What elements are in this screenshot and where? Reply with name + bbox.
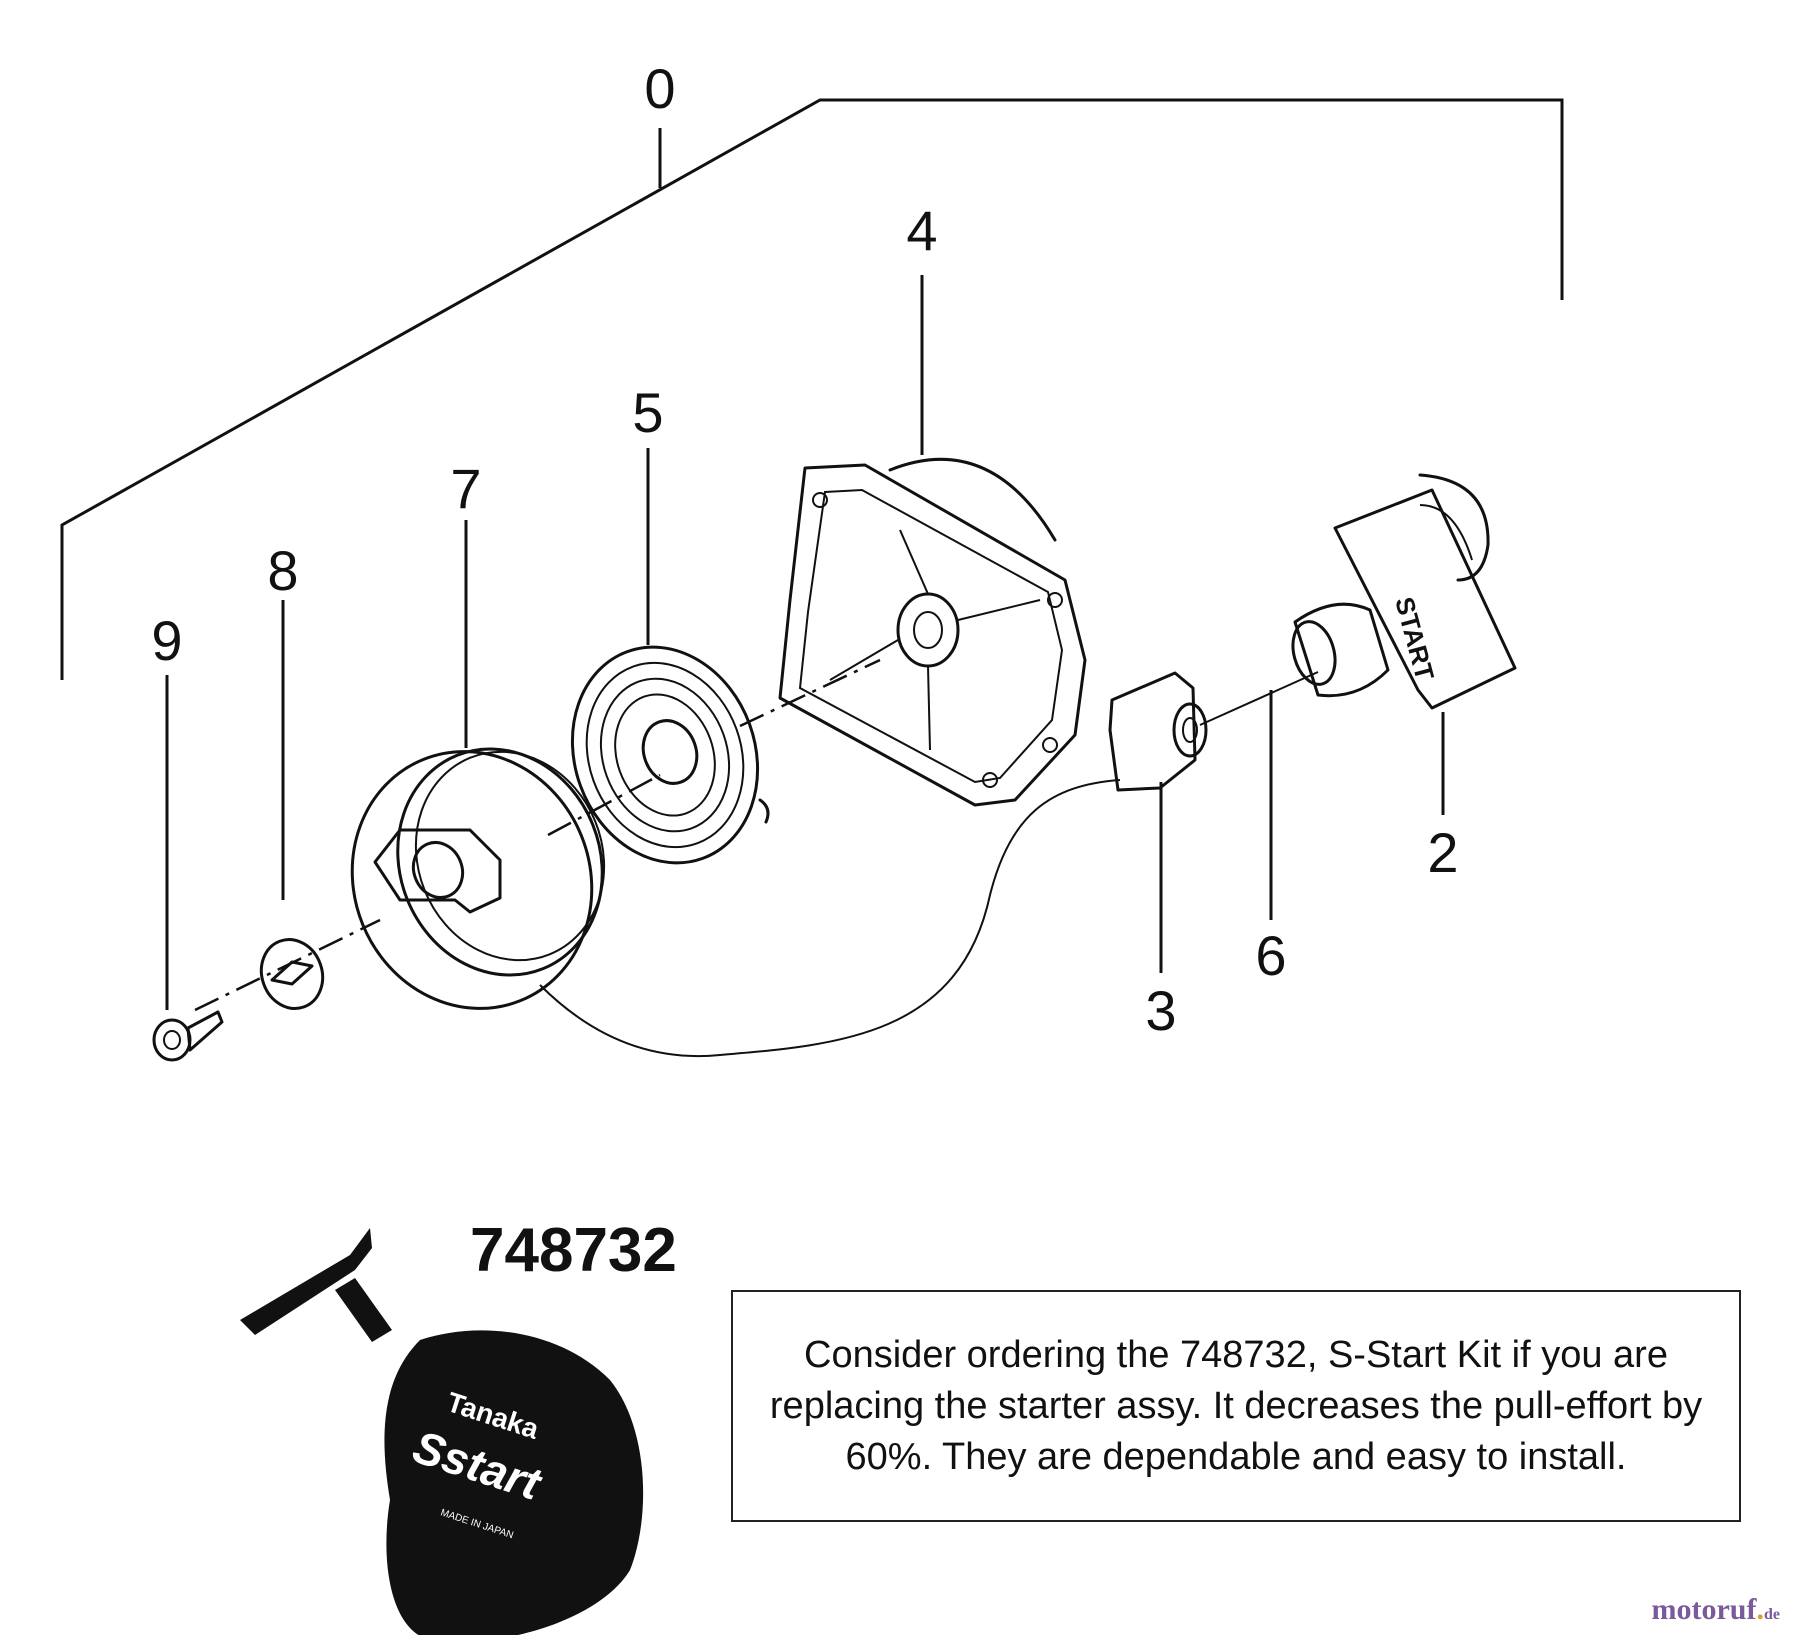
assembly-bracket [60,98,1564,680]
watermark-name: motoruf [1651,1593,1757,1626]
handle-label: START [1389,594,1440,684]
kit-note-box: Consider ordering the 748732, S-Start Ki… [731,1290,1741,1522]
screw-part [152,1010,224,1062]
watermark-dot: . [1756,1593,1765,1626]
starter-case-part [778,457,1087,807]
watermark-tld: de [1764,1606,1780,1623]
callout-2: 2 [1427,821,1458,884]
s-start-kit-illustration: Tanaka Sstart MADE IN JAPAN [240,1228,644,1635]
rope-guide-part [1108,671,1208,792]
kit-part-number: 748732 [470,1216,677,1285]
reel-part [350,747,606,1010]
spring-part [570,645,770,865]
starter-rope [539,671,1319,1058]
handle-part: START [1291,473,1517,710]
watermark: motoruf.de [1652,1593,1780,1627]
callout-4: 4 [906,199,937,262]
leader-lines [165,275,1445,1010]
callouts: 0 4 5 7 8 9 2 6 3 [151,57,1458,1042]
kit-note-text: Consider ordering the 748732, S-Start Ki… [769,1333,1703,1478]
callout-9: 9 [151,609,182,672]
callout-7: 7 [450,457,481,520]
callout-8: 8 [267,539,298,602]
callout-3: 3 [1145,979,1176,1042]
washer-part [259,938,325,1010]
callout-6: 6 [1255,924,1286,987]
callout-0: 0 [644,57,675,120]
callout-5: 5 [632,381,663,444]
